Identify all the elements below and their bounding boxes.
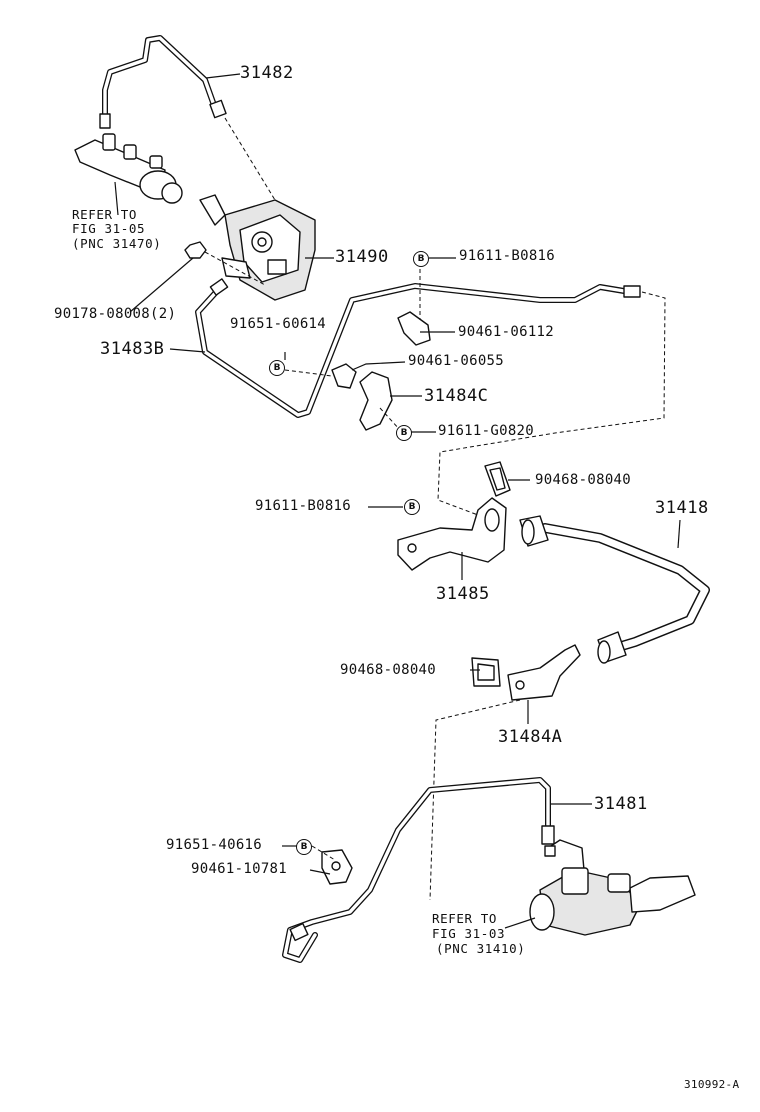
label-90468-08040-top: 90468-08040	[535, 472, 632, 488]
label-90461-06112: 90461-06112	[458, 324, 555, 340]
label-31418: 31418	[655, 498, 709, 518]
clip-90468-08040-top	[484, 461, 511, 497]
refer-top-line1: REFER TO	[72, 207, 138, 222]
label-31483b: 31483B	[100, 339, 165, 359]
label-31484a: 31484A	[498, 727, 563, 747]
label-31490: 31490	[335, 247, 389, 267]
label-91651-40616: 91651-40616	[166, 837, 263, 853]
pipe-31481	[282, 777, 555, 963]
badge-b-91611-g0820: B	[396, 425, 412, 441]
bracket-31485	[397, 497, 507, 571]
cylinder-top-left	[74, 133, 183, 204]
label-90461-10781: 90461-10781	[191, 861, 288, 877]
refer-top-line2: FIG 31-05	[72, 221, 146, 236]
label-91611-b0816-top: 91611-B0816	[459, 248, 556, 264]
valve-assembly-31490	[199, 194, 316, 301]
master-cylinder-bottom	[529, 839, 696, 936]
badge-b-91651-60614: B	[269, 360, 285, 376]
pipe-31482	[99, 35, 227, 129]
refer-top-line3: (PNC 31470)	[72, 236, 162, 251]
bracket-31484a	[507, 644, 581, 701]
label-31481: 31481	[594, 794, 648, 814]
clip-90468-08040-bottom	[471, 657, 501, 687]
label-31482: 31482	[240, 63, 294, 83]
nut-90178	[184, 241, 207, 259]
clip-90461-06055	[331, 363, 357, 389]
hose-31418	[519, 515, 710, 664]
label-90468-08040-bottom: 90468-08040	[340, 662, 437, 678]
label-91611-b0816-mid: 91611-B0816	[255, 498, 352, 514]
label-90461-06055: 90461-06055	[408, 353, 505, 369]
refer-bottom-line3: (PNC 31410)	[436, 941, 526, 956]
clip-90461-10781	[321, 849, 353, 885]
label-91611-g0820: 91611-G0820	[438, 423, 535, 439]
clip-90461-06112	[397, 311, 431, 346]
badge-b-mid: B	[404, 499, 420, 515]
refer-bottom-line1: REFER TO	[432, 911, 498, 926]
bracket-31484c	[359, 371, 393, 431]
label-31485: 31485	[436, 584, 490, 604]
label-90178-08008: 90178-08008(2)	[54, 306, 177, 322]
refer-bottom-line2: FIG 31-03	[432, 926, 506, 941]
label-91651-60614: 91651-60614	[230, 316, 327, 332]
pipe-31483b	[195, 278, 641, 418]
badge-b-top: B	[413, 251, 429, 267]
label-31484c: 31484C	[424, 386, 489, 406]
badge-b-bottom: B	[296, 839, 312, 855]
figure-id: 310992-A	[684, 1078, 740, 1091]
